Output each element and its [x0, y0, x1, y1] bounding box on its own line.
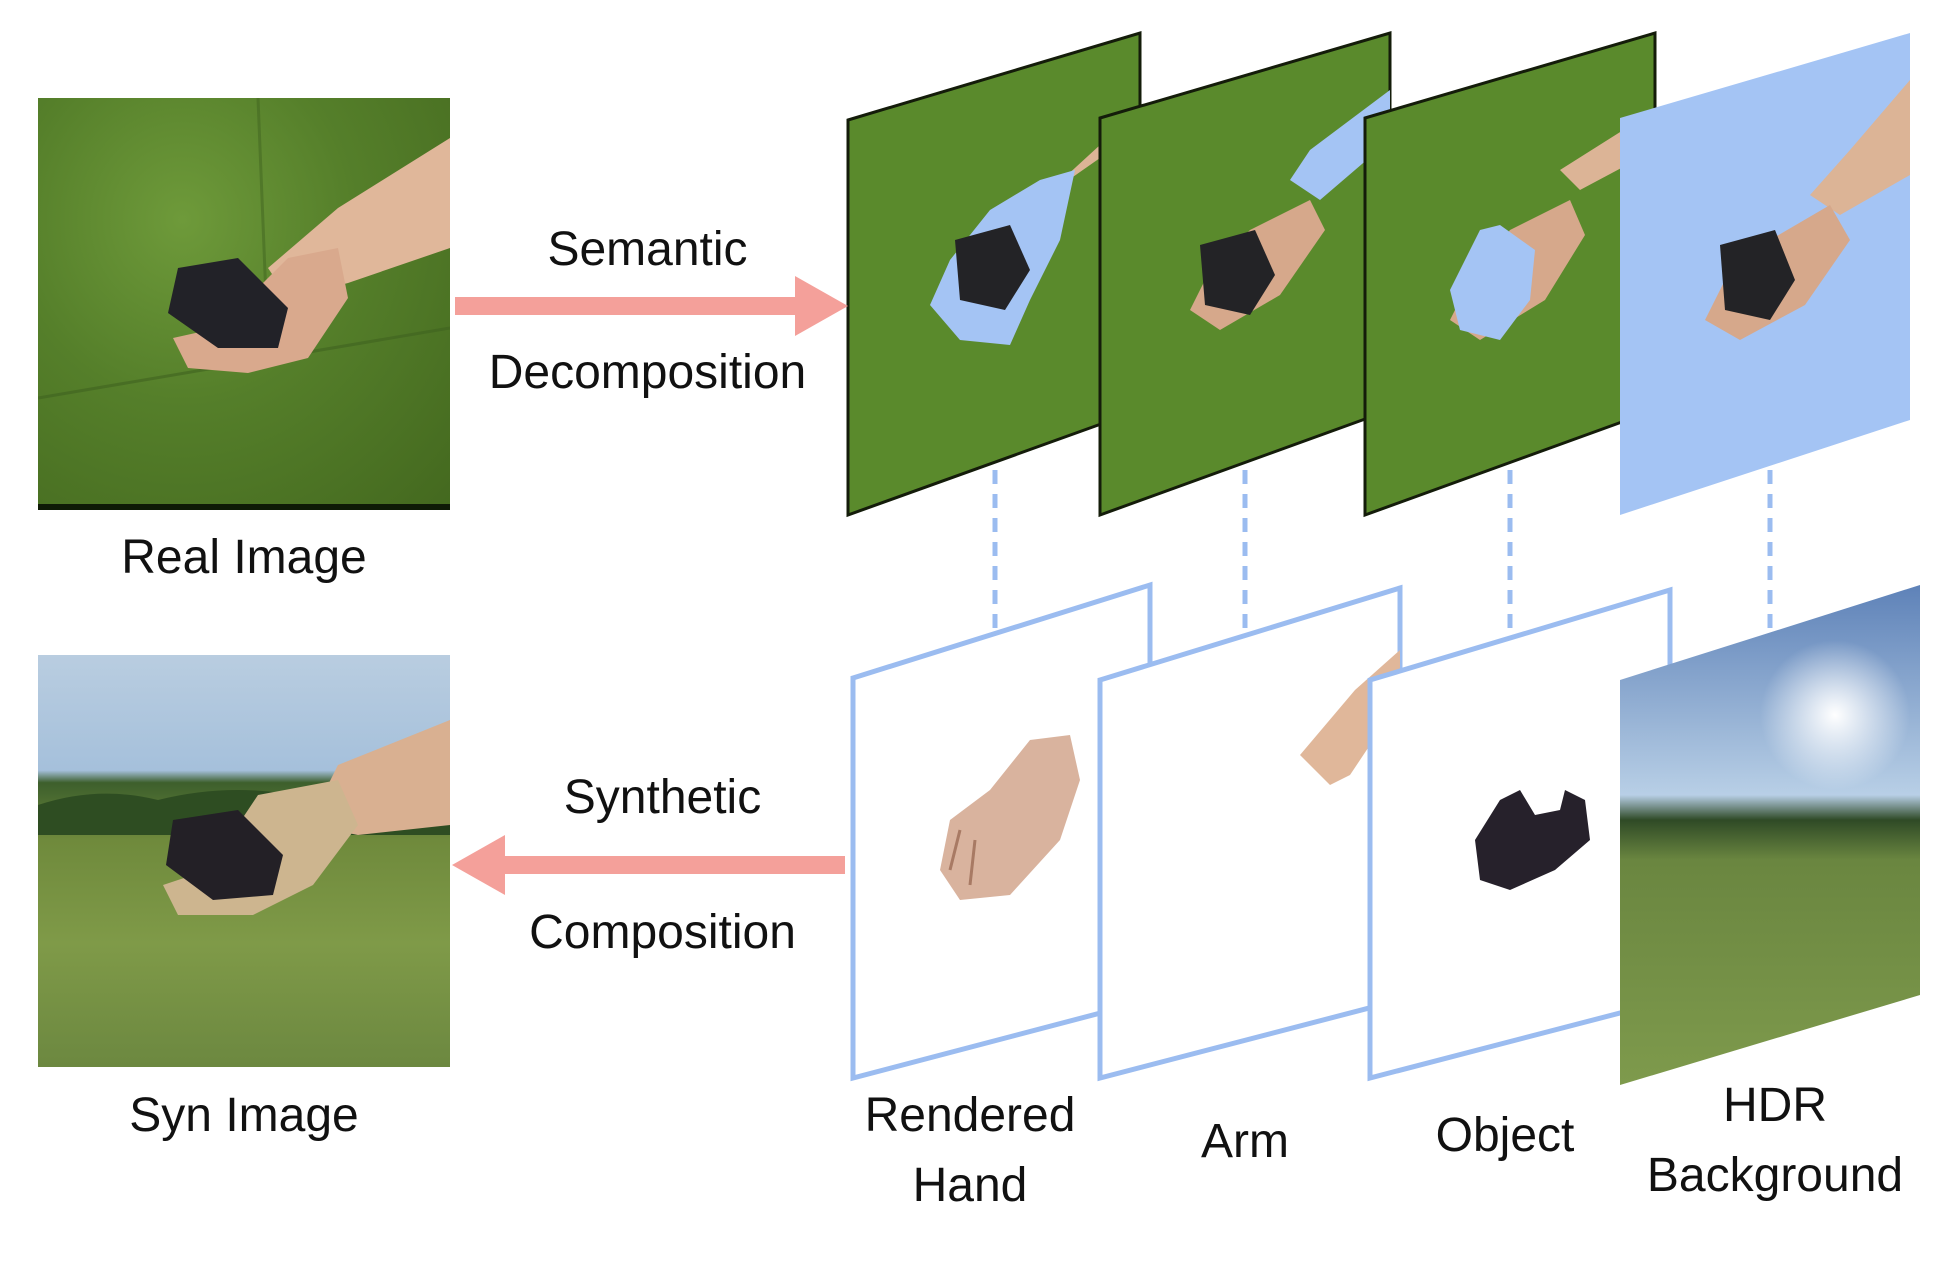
real-image-label: Real Image — [121, 531, 367, 584]
layer-label-rendered-hand-line1: Rendered — [864, 1089, 1076, 1142]
layer-label-object: Object — [1435, 1109, 1575, 1162]
object-shape — [1200, 230, 1275, 315]
object-mask-blue — [1450, 225, 1535, 340]
rendered-hand-shape — [940, 735, 1080, 900]
composition-label-line1: Synthetic — [563, 771, 762, 824]
layer-hand-masked — [846, 30, 1142, 518]
sun-icon — [1760, 640, 1910, 790]
real-image-photo — [38, 98, 450, 510]
layer-label-rendered-hand-line2: Hand — [912, 1159, 1028, 1212]
object-shape — [1475, 790, 1590, 890]
layer-label-hdr-line2: Background — [1646, 1149, 1904, 1202]
object-shape — [168, 258, 288, 348]
real-image-content — [38, 98, 450, 400]
composition-arrow — [452, 835, 845, 895]
decomposition-label-line1: Semantic — [547, 223, 748, 276]
syn-image-label: Syn Image — [129, 1089, 359, 1142]
arm-shape — [1810, 80, 1910, 215]
layer-label-arm: Arm — [1201, 1115, 1289, 1168]
panel-hdr-background — [1620, 585, 1920, 1085]
layer-object-masked — [1363, 30, 1657, 518]
decomposition-arrow — [455, 276, 848, 336]
layer-arm-masked — [1098, 30, 1392, 518]
layer-background-masked — [1620, 33, 1910, 515]
object-shape — [1720, 230, 1795, 320]
object-shape — [955, 225, 1030, 310]
decomposition-label-line2: Decomposition — [488, 346, 807, 399]
object-shape — [166, 810, 283, 900]
syn-image-photo — [38, 655, 450, 1067]
layer-label-hdr-line1: HDR — [1723, 1079, 1827, 1132]
syn-image-content — [38, 720, 450, 915]
composition-label-line2: Composition — [529, 906, 796, 959]
